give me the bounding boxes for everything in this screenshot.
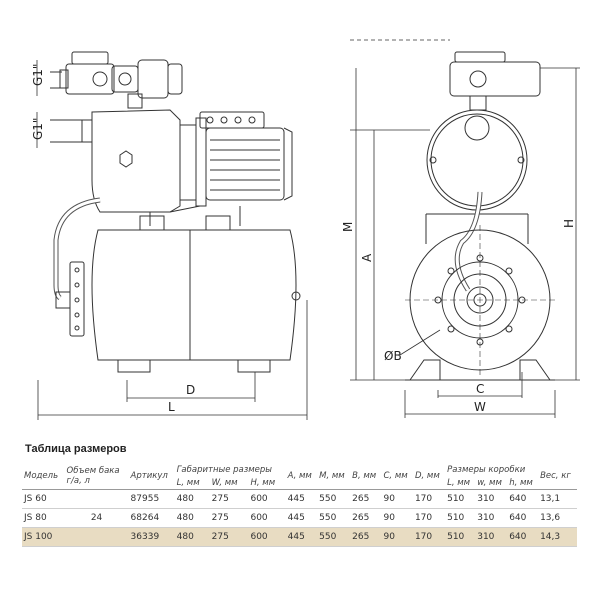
g1-mid-label: G1" (31, 118, 45, 140)
cell-h: 600 (248, 490, 286, 509)
header-box: Размеры коробки (447, 464, 526, 475)
cell-weight: 14,3 (538, 527, 577, 547)
header-w: W, мм (211, 477, 238, 488)
cell-d: 170 (412, 527, 446, 547)
header-box-h: h, мм (509, 477, 533, 488)
dim-a-label: A (360, 253, 374, 262)
dim-c-label: C (476, 382, 484, 396)
cell-c: 90 (381, 508, 413, 528)
cell-l: 480 (174, 508, 210, 528)
cell-a: 445 (285, 490, 318, 509)
cell-m: 550 (317, 490, 351, 509)
dim-h-label: H (562, 219, 576, 228)
front-view: M A H ØB C W (341, 39, 580, 418)
header-overall: Габаритные размеры (176, 464, 273, 475)
cell-a: 445 (285, 508, 318, 528)
cell-m: 550 (317, 508, 351, 528)
front-dimensions (350, 39, 580, 418)
side-view: G1" G1" D L (31, 51, 308, 420)
cell-l: 480 (174, 527, 210, 547)
g1-top-label: G1" (31, 64, 45, 86)
cell-box-l: 510 (445, 490, 476, 509)
cell-weight: 13,1 (538, 490, 577, 509)
pump-station-drawing: G1" G1" D L (31, 39, 580, 420)
tank-front (405, 225, 555, 378)
table-header-row-2: L, мм W, мм H, мм L, мм w, мм h, мм (22, 476, 577, 490)
cell-w: 275 (209, 508, 249, 528)
header-h: H, мм (250, 477, 276, 488)
header-b: B, мм (352, 471, 377, 481)
dim-m-label: M (341, 222, 355, 232)
size-table: Модель Объем бака г/а, л Артикул Габарит… (22, 463, 577, 547)
cell-tank (64, 527, 129, 547)
side-dimensions (36, 60, 308, 420)
header-box-l: L, мм (447, 477, 471, 488)
cell-tank (64, 490, 129, 509)
header-tank: Объем бака г/а, л (66, 466, 120, 486)
dim-d-label: D (186, 383, 195, 397)
cell-box-l: 510 (445, 508, 476, 528)
cell-box-h: 640 (507, 490, 539, 509)
cell-b: 265 (350, 490, 382, 509)
dim-b-label: ØB (384, 349, 402, 363)
header-d: D, мм (414, 471, 440, 481)
cell-b: 265 (350, 527, 382, 547)
cell-box-h: 640 (507, 508, 539, 528)
cell-model: JS 60 (22, 490, 65, 509)
cell-model: JS 100 (22, 527, 65, 547)
pressure-switch-side (50, 51, 183, 109)
cell-b: 265 (350, 508, 382, 528)
cell-h: 600 (248, 508, 286, 528)
cell-m: 550 (317, 527, 351, 547)
pump-body-side (50, 109, 207, 213)
cell-model: JS 80 (22, 508, 65, 528)
cell-c: 90 (381, 527, 413, 547)
header-weight: Вес, кг (540, 471, 571, 481)
cell-box-h: 640 (507, 527, 539, 547)
table-title: Таблица размеров (25, 443, 127, 455)
pressure-switch-front (449, 51, 541, 111)
header-c: C, мм (383, 471, 408, 481)
header-article: Артикул (130, 471, 168, 481)
cell-box-w: 310 (475, 527, 508, 547)
dim-w-label: W (474, 400, 486, 414)
cell-l: 480 (174, 490, 210, 509)
table-row-highlighted: JS 100 36339 480 275 600 445 550 265 90 … (22, 527, 577, 547)
cell-d: 170 (412, 490, 446, 509)
cell-article: 36339 (128, 527, 175, 547)
cell-box-w: 310 (475, 508, 508, 528)
dim-l-label: L (168, 400, 175, 414)
cell-article: 68264 (128, 508, 175, 528)
table-header-row-1: Модель Объем бака г/а, л Артикул Габарит… (22, 463, 577, 486)
cell-weight: 13,6 (538, 508, 577, 528)
cell-box-l: 510 (445, 527, 476, 547)
cell-tank: 24 (64, 508, 129, 528)
cell-c: 90 (381, 490, 413, 509)
cell-w: 275 (209, 490, 249, 509)
motor-side (149, 111, 293, 226)
header-a: A, мм (287, 471, 312, 481)
cell-w: 275 (209, 527, 249, 547)
header-l: L, мм (176, 477, 200, 488)
cell-article: 87955 (128, 490, 175, 509)
header-box-w: w, мм (477, 477, 502, 488)
cell-box-w: 310 (475, 490, 508, 509)
cell-h: 600 (248, 527, 286, 547)
table-row: JS 80 24 68264 480 275 600 445 550 265 9… (22, 508, 577, 528)
header-model: Модель (24, 471, 59, 481)
table-row: JS 60 87955 480 275 600 445 550 265 90 1… (22, 490, 577, 509)
header-m: M, мм (319, 471, 345, 481)
cell-a: 445 (285, 527, 318, 547)
tank-side (55, 215, 301, 373)
cell-d: 170 (412, 508, 446, 528)
pump-head-front (426, 109, 528, 211)
